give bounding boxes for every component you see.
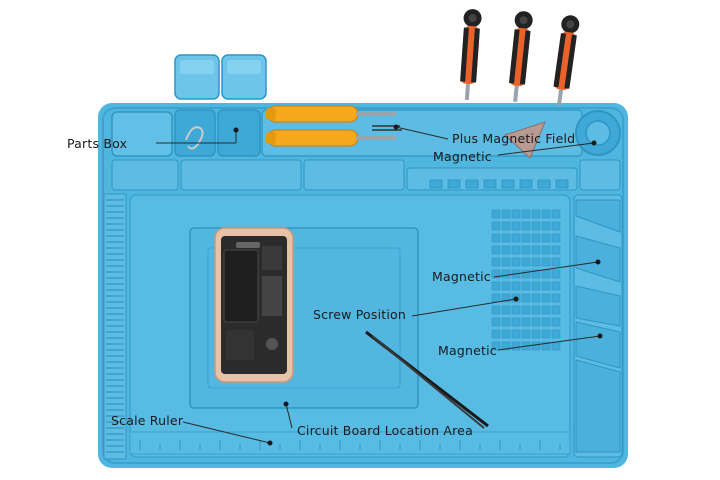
precision-screwdrivers [460,9,580,106]
screw-grid [491,209,561,351]
circuit-board-location-area-label: Circuit Board Location Area [297,423,473,438]
magnetic-top-label: Magnetic [433,149,492,164]
parts-box-label: Parts Box [67,136,128,151]
parts-box-lids [174,54,267,100]
pry-tool-icon [504,121,546,159]
magnetic-bottom-label: Magnetic [438,343,497,358]
screw-position-label: Screw Position [313,307,407,322]
paper-clip-icon [185,126,204,150]
plus-magnetic-field-label: Plus Magnetic Field [452,131,576,146]
magnetic-middle-label: Magnetic [432,269,491,284]
scale-ruler-label: Scale Ruler [111,413,184,428]
screwdriver-icon [266,105,402,147]
phone-icon [214,227,294,383]
tweezers-icon [365,330,489,429]
